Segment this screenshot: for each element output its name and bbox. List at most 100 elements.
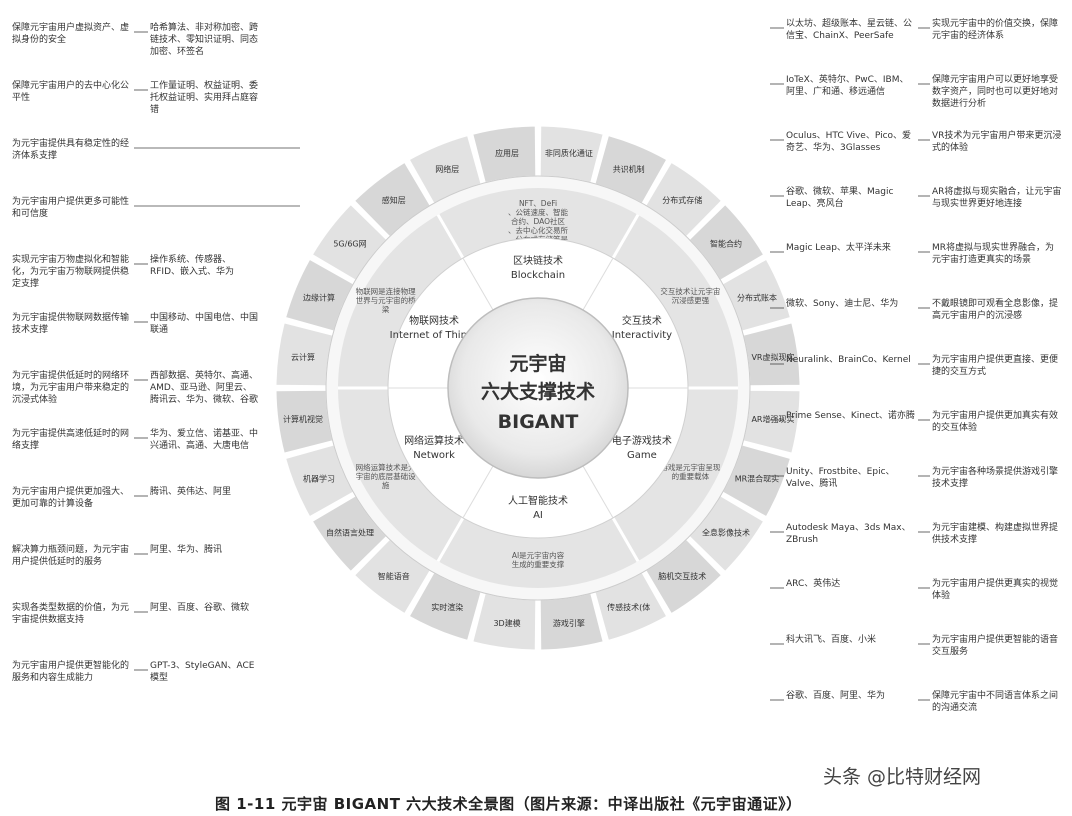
left-example-text: 操作系统、传感器、RFID、嵌入式、华为 <box>150 255 235 277</box>
right-annotation: IoTeX、英特尔、PwC、IBM、阿里、广和通、移远通信 保障元宇宙用户可以更好… <box>770 75 1059 109</box>
left-example-text: 中国移动、中国电信、中国联通 <box>150 313 259 335</box>
right-note-text: 为元宇宙用户提供更真实的视觉体验 <box>932 579 1059 601</box>
right-note-text: 为元宇宙用户提供更直接、更便捷的交互方式 <box>932 355 1059 377</box>
right-example-text: 科大讯飞、百度、小米 <box>786 635 877 645</box>
right-note-text: 实现元宇宙中的价值交换，保障元宇宙的经济体系 <box>932 19 1059 41</box>
watermark: 头条 @比特财经网 <box>823 766 982 788</box>
pillar-english-name: Game <box>627 450 657 461</box>
center-title: 元宇宙 <box>509 352 566 375</box>
center-hub <box>447 297 629 479</box>
outer-segment-label: 云计算 <box>291 352 315 362</box>
inner-note-line: 游戏是元宇宙呈现 <box>660 462 720 472</box>
pillar-english-name: AI <box>533 510 543 521</box>
right-example-text: ARC、英伟达 <box>786 579 841 589</box>
outer-segment-label: 5G/6G网 <box>333 240 366 249</box>
right-note-text: 为元宇宙各种场景提供游戏引擎技术支撑 <box>932 467 1059 489</box>
right-note-text: 为元宇宙建模、构建虚拟世界提供技术支撑 <box>932 523 1059 545</box>
inner-note-line: AI是元宇宙内容 <box>512 550 565 560</box>
left-annotation: 为元宇宙提供低延时的网络环境，为元宇宙用户带来稳定的沉浸式体验西部数据、英特尔、… <box>12 371 259 405</box>
left-note-text: 为元宇宙用户提供更加强大、更加可靠的计算设备 <box>12 487 130 509</box>
pillar-divider <box>582 465 614 519</box>
left-note-text: 为元宇宙提供低延时的网络环境，为元宇宙用户带来稳定的沉浸式体验 <box>12 371 130 405</box>
center-bigant: BIGANT <box>498 411 579 433</box>
left-example-text: 工作量证明、权益证明、委托权益证明、实用拜占庭容错 <box>150 81 259 115</box>
outer-segment-label: 全息影像技术 <box>702 527 750 537</box>
right-annotation: Prime Sense、Kinect、诺亦腾为元宇宙用户提供更加真实有效的交互体… <box>770 411 1058 433</box>
inner-note-line: 沉浸感更强 <box>672 295 710 305</box>
inner-note-line: 交互技术让元宇宙 <box>660 286 720 296</box>
pillar-name: 交互技术 <box>622 314 662 327</box>
left-note-text: 解决算力瓶颈问题，为元宇宙用户提供低延时的服务 <box>12 545 130 567</box>
left-example-text: 华为、爱立信、诺基亚、中兴通讯、高通、大唐电信 <box>150 429 259 451</box>
outer-segment-label: 共识机制 <box>613 164 645 174</box>
outer-segment-label: 自然语言处理 <box>326 527 374 537</box>
right-example-text: 谷歌、微软、苹果、Magic Leap、亮风台 <box>786 187 894 209</box>
left-note-text: 为元宇宙提供高速低延时的网络支撑 <box>12 429 130 451</box>
inner-note-line: 、去中心化交易所 <box>508 225 568 235</box>
right-example-text: IoTeX、英特尔、PwC、IBM、阿里、广和通、移远通信 <box>786 75 909 97</box>
outer-segment-label: 计算机视觉 <box>283 414 323 424</box>
right-example-text: 谷歌、百度、阿里、华为 <box>786 691 886 701</box>
right-example-text: Prime Sense、Kinect、诺亦腾 <box>786 411 915 421</box>
inner-note-line: 、公链速度、智能 <box>508 207 568 217</box>
right-annotation: ARC、英伟达 为元宇宙用户提供更真实的视觉体验 <box>770 579 1059 601</box>
band-divider <box>436 517 465 562</box>
left-annotation: 实现各类型数据的价值，为元宇宙提供数据支持 阿里、百度、谷歌、微软 <box>12 603 250 625</box>
inner-note-line: 物联网是连接物理 <box>356 286 416 296</box>
pillar-english-name: Blockchain <box>511 270 565 281</box>
right-annotation: Autodesk Maya、3ds Max、ZBrush为元宇宙建模、构建虚拟世… <box>770 523 1059 545</box>
inner-note-line: 的重要载体 <box>672 471 710 481</box>
right-example-text: 微软、Sony、迪士尼、华为 <box>786 299 899 309</box>
inner-note-line: 世界与元宇宙的桥 <box>356 295 416 305</box>
right-annotation: 谷歌、微软、苹果、Magic Leap、亮风台AR将虚拟与现实融合，让元宇宙与现… <box>770 187 1061 209</box>
left-example-text: 西部数据、英特尔、高通、AMD、亚马逊、阿里云、腾讯云、华为、微软、谷歌 <box>150 371 259 405</box>
band-divider <box>611 517 640 562</box>
left-note-text: 实现各类型数据的价值，为元宇宙提供数据支持 <box>12 603 130 625</box>
right-note-text: 不戴眼镜即可观看全息影像，提高元宇宙用户的沉浸感 <box>932 299 1059 321</box>
pillar-name: 电子游戏技术 <box>612 434 672 447</box>
left-note-text: 为元宇宙用户提供更智能化的服务和内容生成能力 <box>12 661 130 683</box>
right-example-text: Unity、Frostbite、Epic、Valve、腾讯 <box>786 467 895 489</box>
left-note-text: 为元宇宙用户提供更多可能性和可信度 <box>12 197 130 219</box>
left-annotation: 为元宇宙用户提供更多可能性和可信度 <box>12 197 300 219</box>
band-divider <box>436 214 465 259</box>
outer-segment-label: 感知层 <box>382 195 406 205</box>
left-example-text: 阿里、百度、谷歌、微软 <box>150 603 250 613</box>
figure-caption: 图 1-11 元宇宙 BIGANT 六大技术全景图（图片来源：中译出版社《元宇宙… <box>215 795 802 813</box>
outer-segment-label: 边缘计算 <box>303 292 335 302</box>
inner-note-line: 梁 <box>382 305 390 314</box>
center-subtitle: 六大支撑技术 <box>481 380 595 403</box>
inner-note-line: 生成的重要支撑 <box>512 559 565 569</box>
left-annotation: 为元宇宙提供具有稳定性的经济体系支撑 <box>12 139 300 161</box>
left-example-text: 腾讯、英伟达、阿里 <box>150 487 232 497</box>
pillar-name: 网络运算技术 <box>404 434 464 447</box>
right-note-text: 保障元宇宙用户可以更好地享受数字资产，同时也可以更好地对数据进行分析 <box>932 75 1059 109</box>
outer-segment-label: 非同质化通证 <box>545 148 593 158</box>
pillar-name: 区块链技术 <box>513 254 563 267</box>
inner-note-line: 施 <box>382 480 390 490</box>
outer-segment-label: 分布式存储 <box>662 195 702 205</box>
pillar-english-name: Internet of Things <box>390 330 479 341</box>
outer-segment-label: 3D建模 <box>493 618 520 628</box>
inner-note-line: NFT、DeFi <box>519 199 557 208</box>
left-note-text: 实现元宇宙万物虚拟化和智能化，为元宇宙万物联网提供稳定支撑 <box>12 255 130 289</box>
right-annotation: 微软、Sony、迪士尼、华为 不戴眼镜即可观看全息影像，提高元宇宙用户的沉浸感 <box>770 299 1059 321</box>
inner-note-line: 网络运算技术是元 <box>356 462 416 472</box>
outer-segment-label: 传感技术(体 <box>607 602 650 612</box>
right-annotation: Unity、Frostbite、Epic、Valve、腾讯 为元宇宙各种场景提供游… <box>770 467 1059 489</box>
left-annotation: 保障元宇宙用户虚拟资产、虚拟身份的安全哈希算法、非对称加密、跨链技术、零知识证明… <box>12 23 258 57</box>
left-annotation: 实现元宇宙万物虚拟化和智能化，为元宇宙万物联网提供稳定支撑操作系统、传感器、RF… <box>12 255 235 289</box>
outer-segment-label: AR增强现实 <box>751 414 794 424</box>
outer-segment-label: 游戏引擎 <box>553 618 585 628</box>
outer-segment-label: 智能语音 <box>378 571 410 581</box>
outer-segment-label: 网络层 <box>435 164 459 174</box>
right-annotation: 谷歌、百度、阿里、华为保障元宇宙中不同语言体系之间的沟通交流 <box>770 691 1058 713</box>
right-example-text: 以太坊、超级账本、星云链、公信宝、ChainX、PeerSafe <box>786 19 913 41</box>
